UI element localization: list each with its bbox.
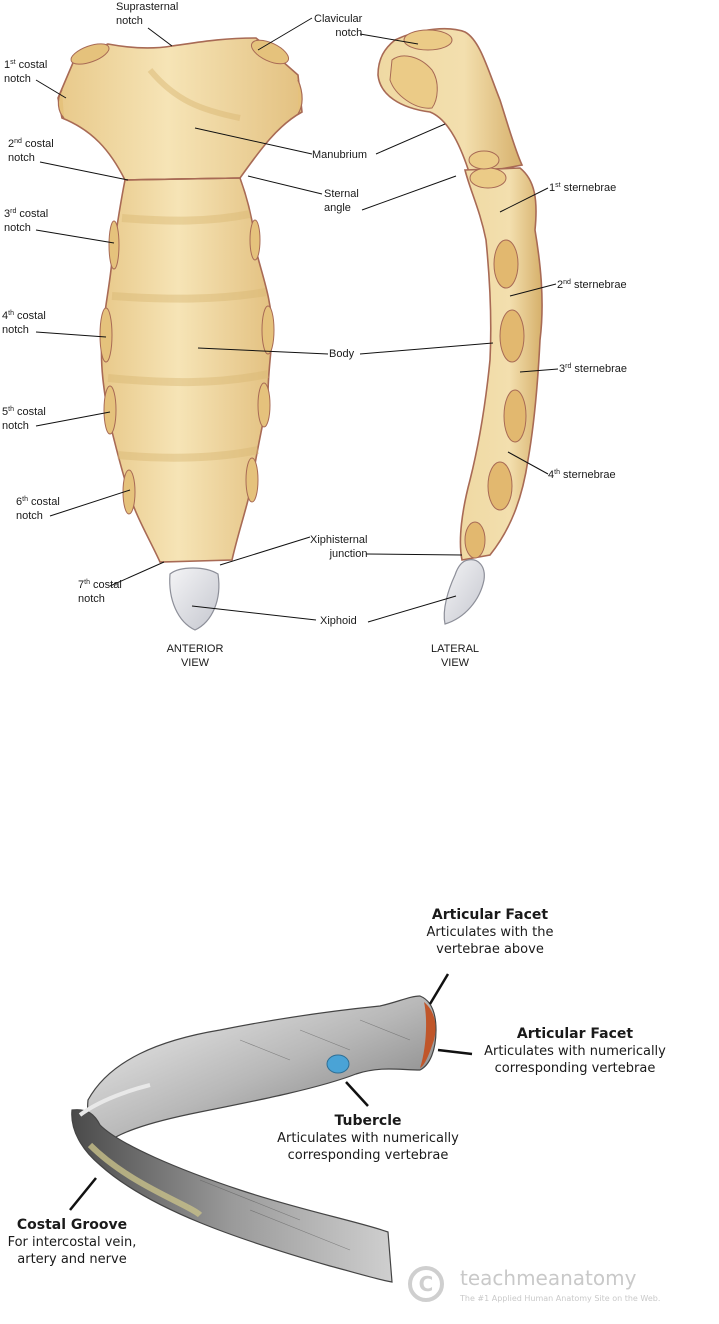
rib-head-facet <box>420 1002 436 1068</box>
label-4th-sternebrae: 4th sternebrae <box>548 469 616 481</box>
label-7th-costal-notch: 7th costal notch <box>78 579 122 605</box>
watermark-tagline: The #1 Applied Human Anatomy Site on the… <box>460 1294 661 1303</box>
label-1st-costal-notch: 1st costal notch <box>4 59 48 85</box>
label-3rd-sternebrae: 3rd sternebrae <box>559 363 628 375</box>
label-5th-costal-notch: 5th costal notch <box>2 406 46 432</box>
rib-tubercle-facet <box>326 1054 350 1074</box>
label-costal-groove: Costal Groove For intercostal vein, arte… <box>7 1217 137 1267</box>
label-body: Body <box>329 348 355 360</box>
label-manubrium: Manubrium <box>312 149 368 161</box>
label-6th-costal-notch: 6th costal notch <box>16 496 60 522</box>
label-2nd-sternebrae: 2nd sternebrae <box>557 279 627 291</box>
label-tubercle: Tubercle Articulates with numerically co… <box>277 1113 459 1163</box>
watermark-brand: teachmeanatomy <box>460 1266 637 1290</box>
label-1st-sternebrae: 1st sternebrae <box>549 182 617 194</box>
label-xiphoid: Xiphoid <box>320 615 357 627</box>
label-2nd-costal-notch: 2nd costal notch <box>8 138 54 164</box>
xiphoid-lateral <box>443 559 485 625</box>
label-4th-costal-notch: 4th costal notch <box>2 310 46 336</box>
sternum-diagram <box>35 17 559 631</box>
xiphoid-anterior <box>169 567 220 631</box>
label-3rd-costal-notch: 3rd costal notch <box>4 208 49 234</box>
watermark-logo-icon: C <box>408 1266 444 1302</box>
label-articular-facet-top: Articular Facet Articulates with the ver… <box>426 907 554 957</box>
lateral-manubrium <box>377 27 524 176</box>
lateral-body <box>459 167 543 561</box>
label-articular-facet-right: Articular Facet Articulates with numeric… <box>484 1026 666 1076</box>
